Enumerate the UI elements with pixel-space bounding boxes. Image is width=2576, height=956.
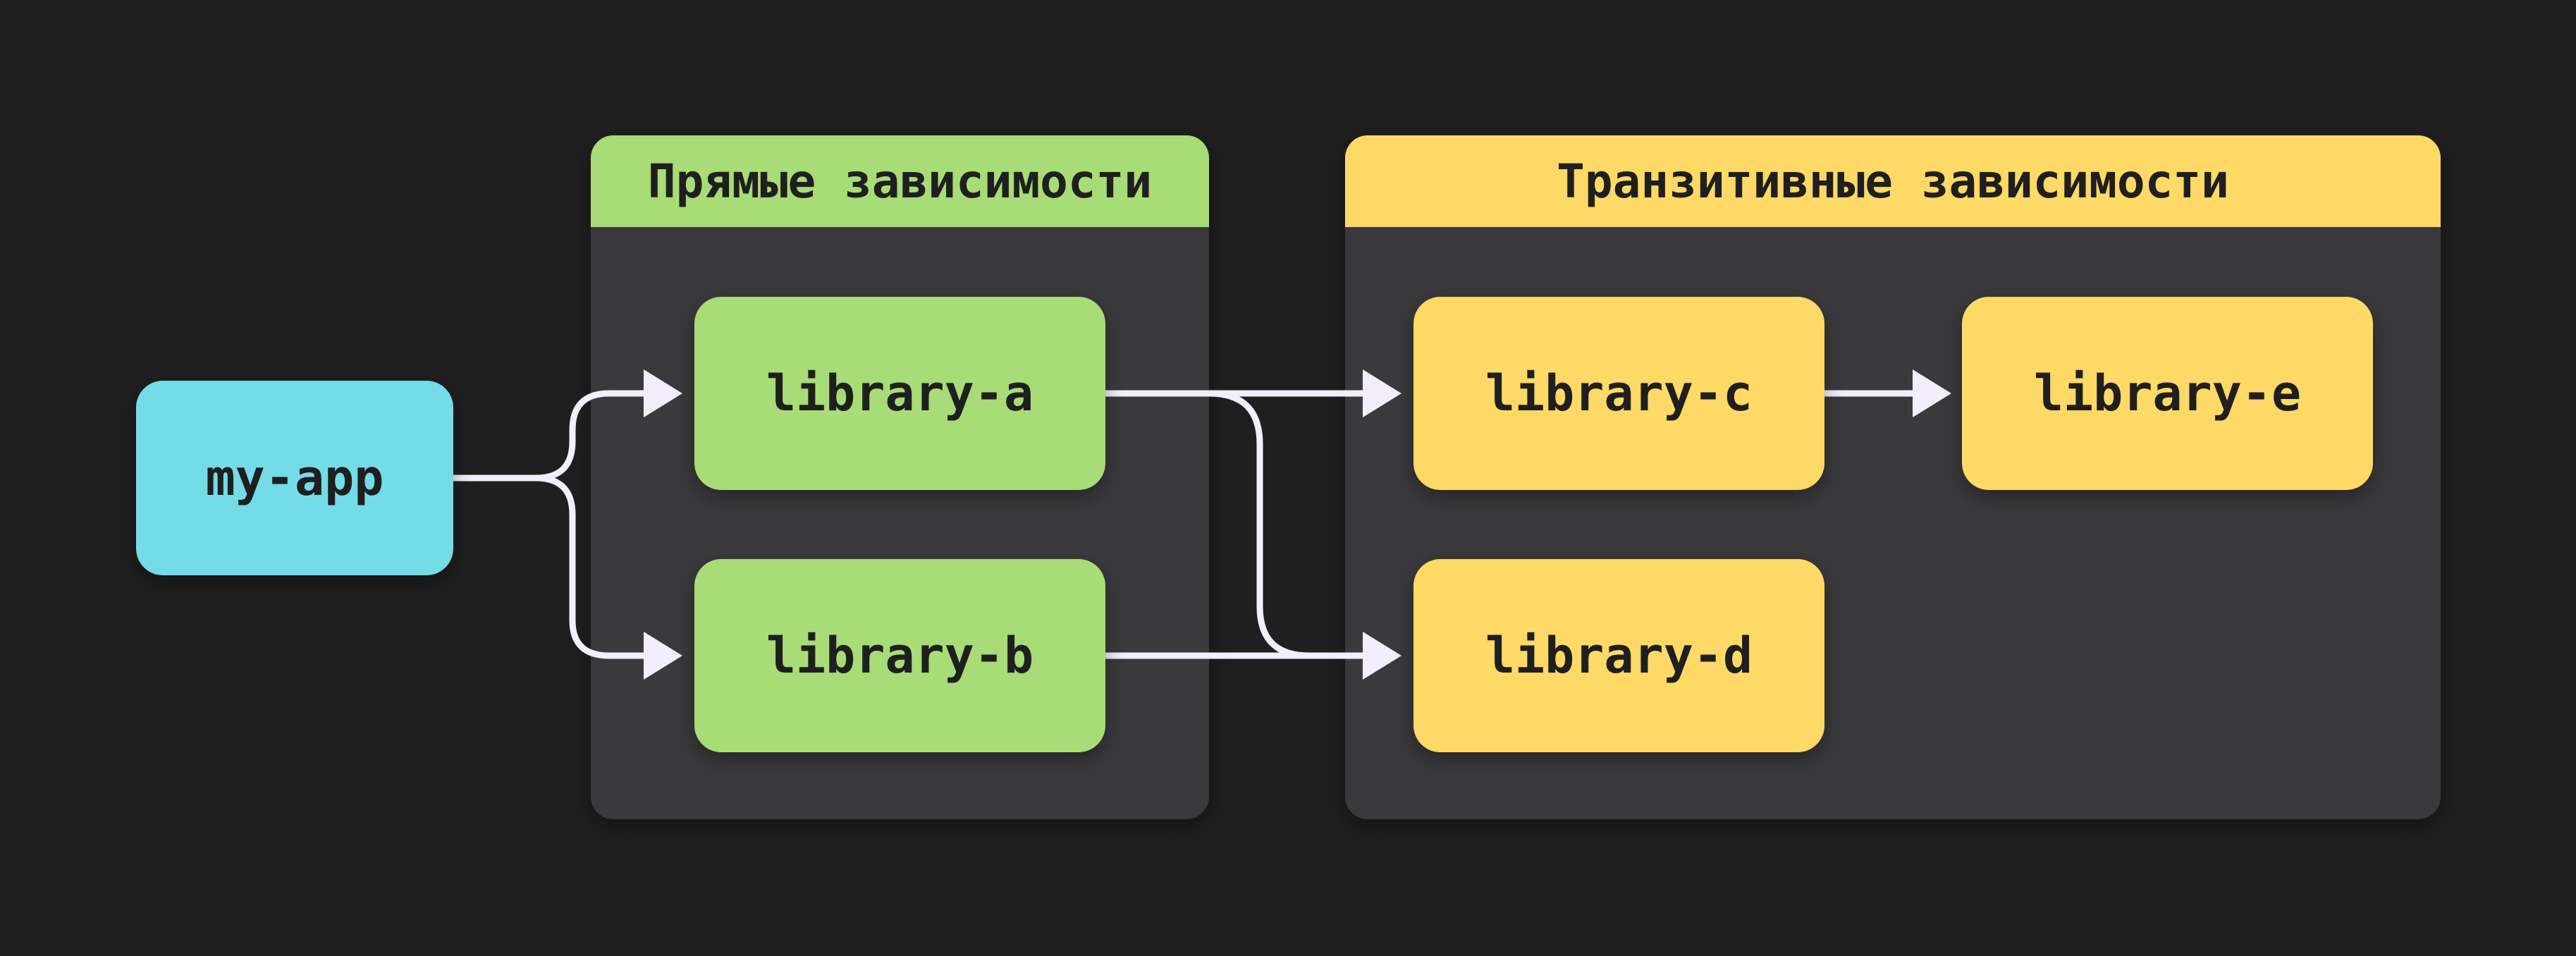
node-library-e: library-e	[1962, 297, 2373, 490]
direct-dependencies-title: Прямые зависимости	[591, 135, 1209, 227]
edge-library-a-library-d	[1206, 390, 1371, 659]
node-library-c: library-c	[1413, 297, 1824, 490]
node-my-app: my-app	[136, 381, 453, 575]
transitive-dependencies-title: Транзитивные зависимости	[1345, 135, 2441, 227]
node-library-b: library-b	[694, 559, 1105, 752]
node-library-d: library-d	[1413, 559, 1824, 752]
node-library-a: library-a	[694, 297, 1105, 490]
